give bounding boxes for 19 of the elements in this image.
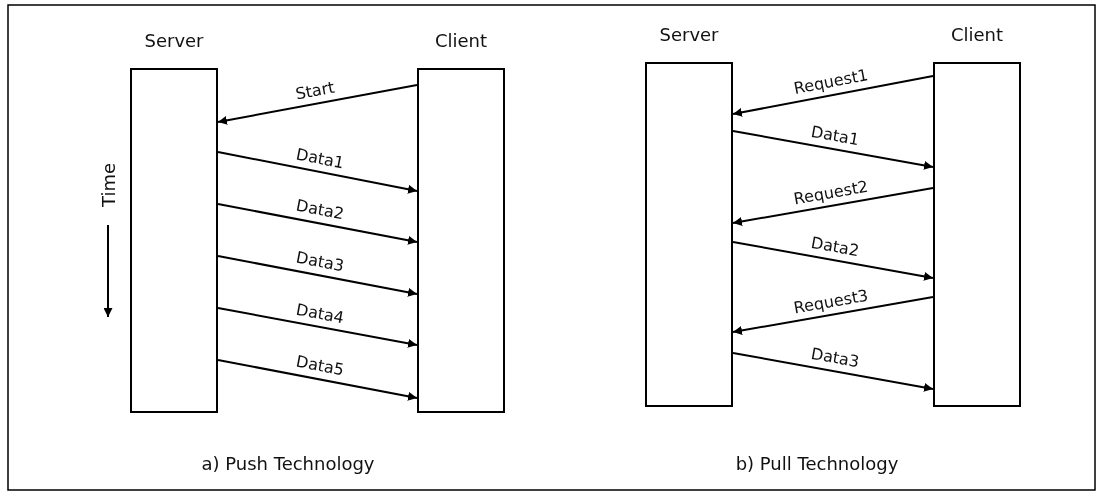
panel-caption: b) Pull Technology: [735, 452, 899, 474]
arrow: [217, 359, 418, 401]
arrow: [217, 151, 418, 194]
panel-caption: a) Push Technology: [201, 452, 375, 474]
arrow: [217, 255, 418, 297]
arrow: [732, 241, 934, 281]
arrow: [732, 352, 934, 392]
arrow: [732, 130, 934, 170]
axis-label: Time: [97, 162, 119, 208]
arrow: [732, 187, 934, 226]
lifeline-heading: Client: [949, 24, 1005, 45]
lifeline-heading: Client: [433, 30, 489, 51]
arrow: [217, 203, 418, 245]
lifeline-heading: Server: [143, 30, 205, 51]
arrow: [732, 296, 934, 335]
lifeline-heading: Server: [658, 24, 720, 45]
arrow: [217, 84, 418, 125]
arrow: [217, 307, 418, 348]
arrow: [732, 75, 934, 117]
